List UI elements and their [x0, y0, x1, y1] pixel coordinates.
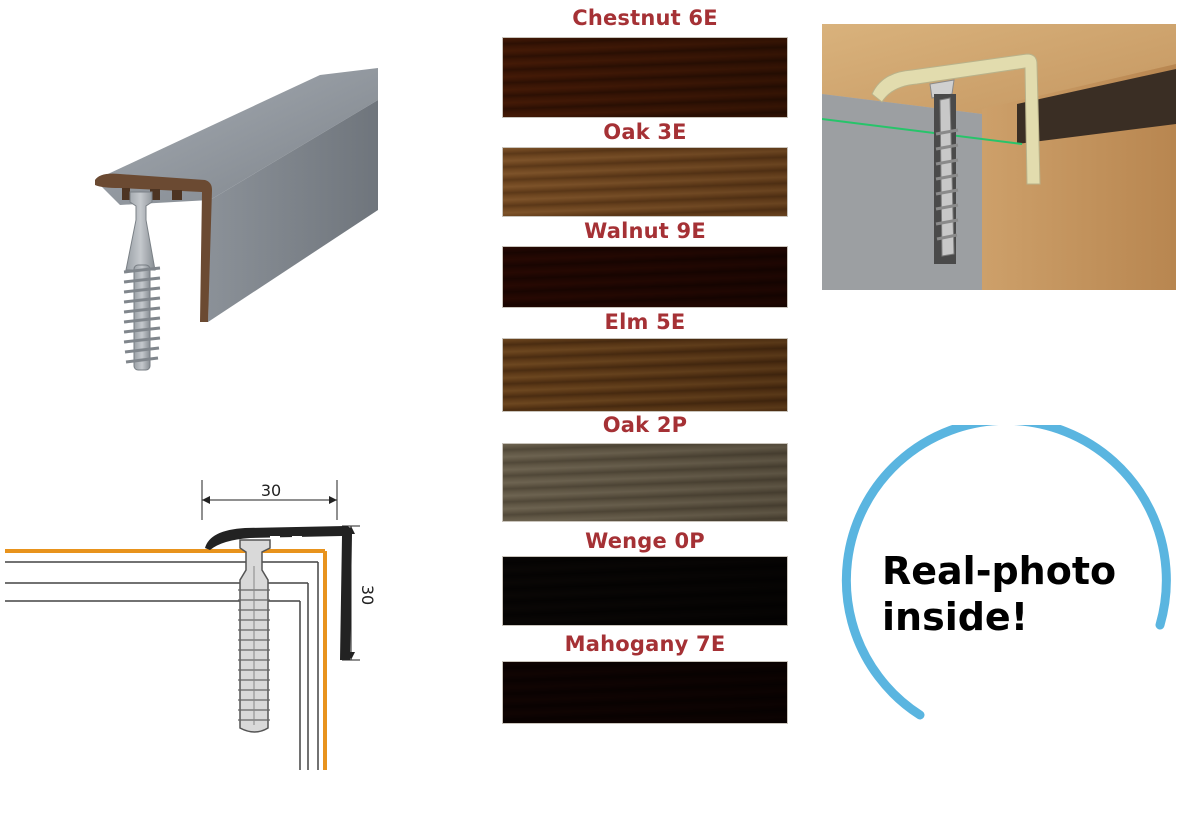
swatch-label-walnut: Walnut 9E: [584, 219, 706, 243]
swatch-wenge: [502, 556, 788, 626]
swatch-label-oak-3e: Oak 3E: [603, 120, 687, 144]
swatch-elm: [502, 338, 788, 412]
height-dimension-label: 30: [358, 585, 377, 605]
swatch-label-wenge: Wenge 0P: [585, 529, 705, 553]
badge-line-2: inside!: [882, 595, 1029, 639]
installed-stair-photo: [821, 24, 1176, 290]
badge-ring: [841, 425, 1171, 720]
swatch-mahogany: [502, 661, 788, 724]
swatch-label-elm: Elm 5E: [604, 310, 686, 334]
cross-section-drawing: 30 30: [0, 470, 380, 790]
swatch-label-mahogany: Mahogany 7E: [564, 632, 726, 656]
swatch-oak-2p: [502, 443, 788, 522]
swatch-chestnut: [502, 37, 788, 118]
swatch-label-chestnut: Chestnut 6E: [572, 6, 718, 30]
installation-illustration: [821, 24, 1176, 290]
badge-line-1: Real-photo: [882, 549, 1117, 593]
real-photo-badge: Real-photo inside!: [840, 425, 1180, 725]
width-dimension-label: 30: [261, 481, 281, 500]
stair-nosing-render: [95, 68, 378, 371]
swatch-oak-3e: [502, 147, 788, 217]
color-swatch-list: Chestnut 6E Oak 3E Walnut 9E Elm 5E Oak …: [490, 0, 800, 821]
product-render: [60, 40, 390, 390]
swatch-walnut: [502, 246, 788, 308]
dimension-diagram: 30 30: [5, 480, 377, 770]
swatch-label-oak-2p: Oak 2P: [602, 413, 688, 437]
